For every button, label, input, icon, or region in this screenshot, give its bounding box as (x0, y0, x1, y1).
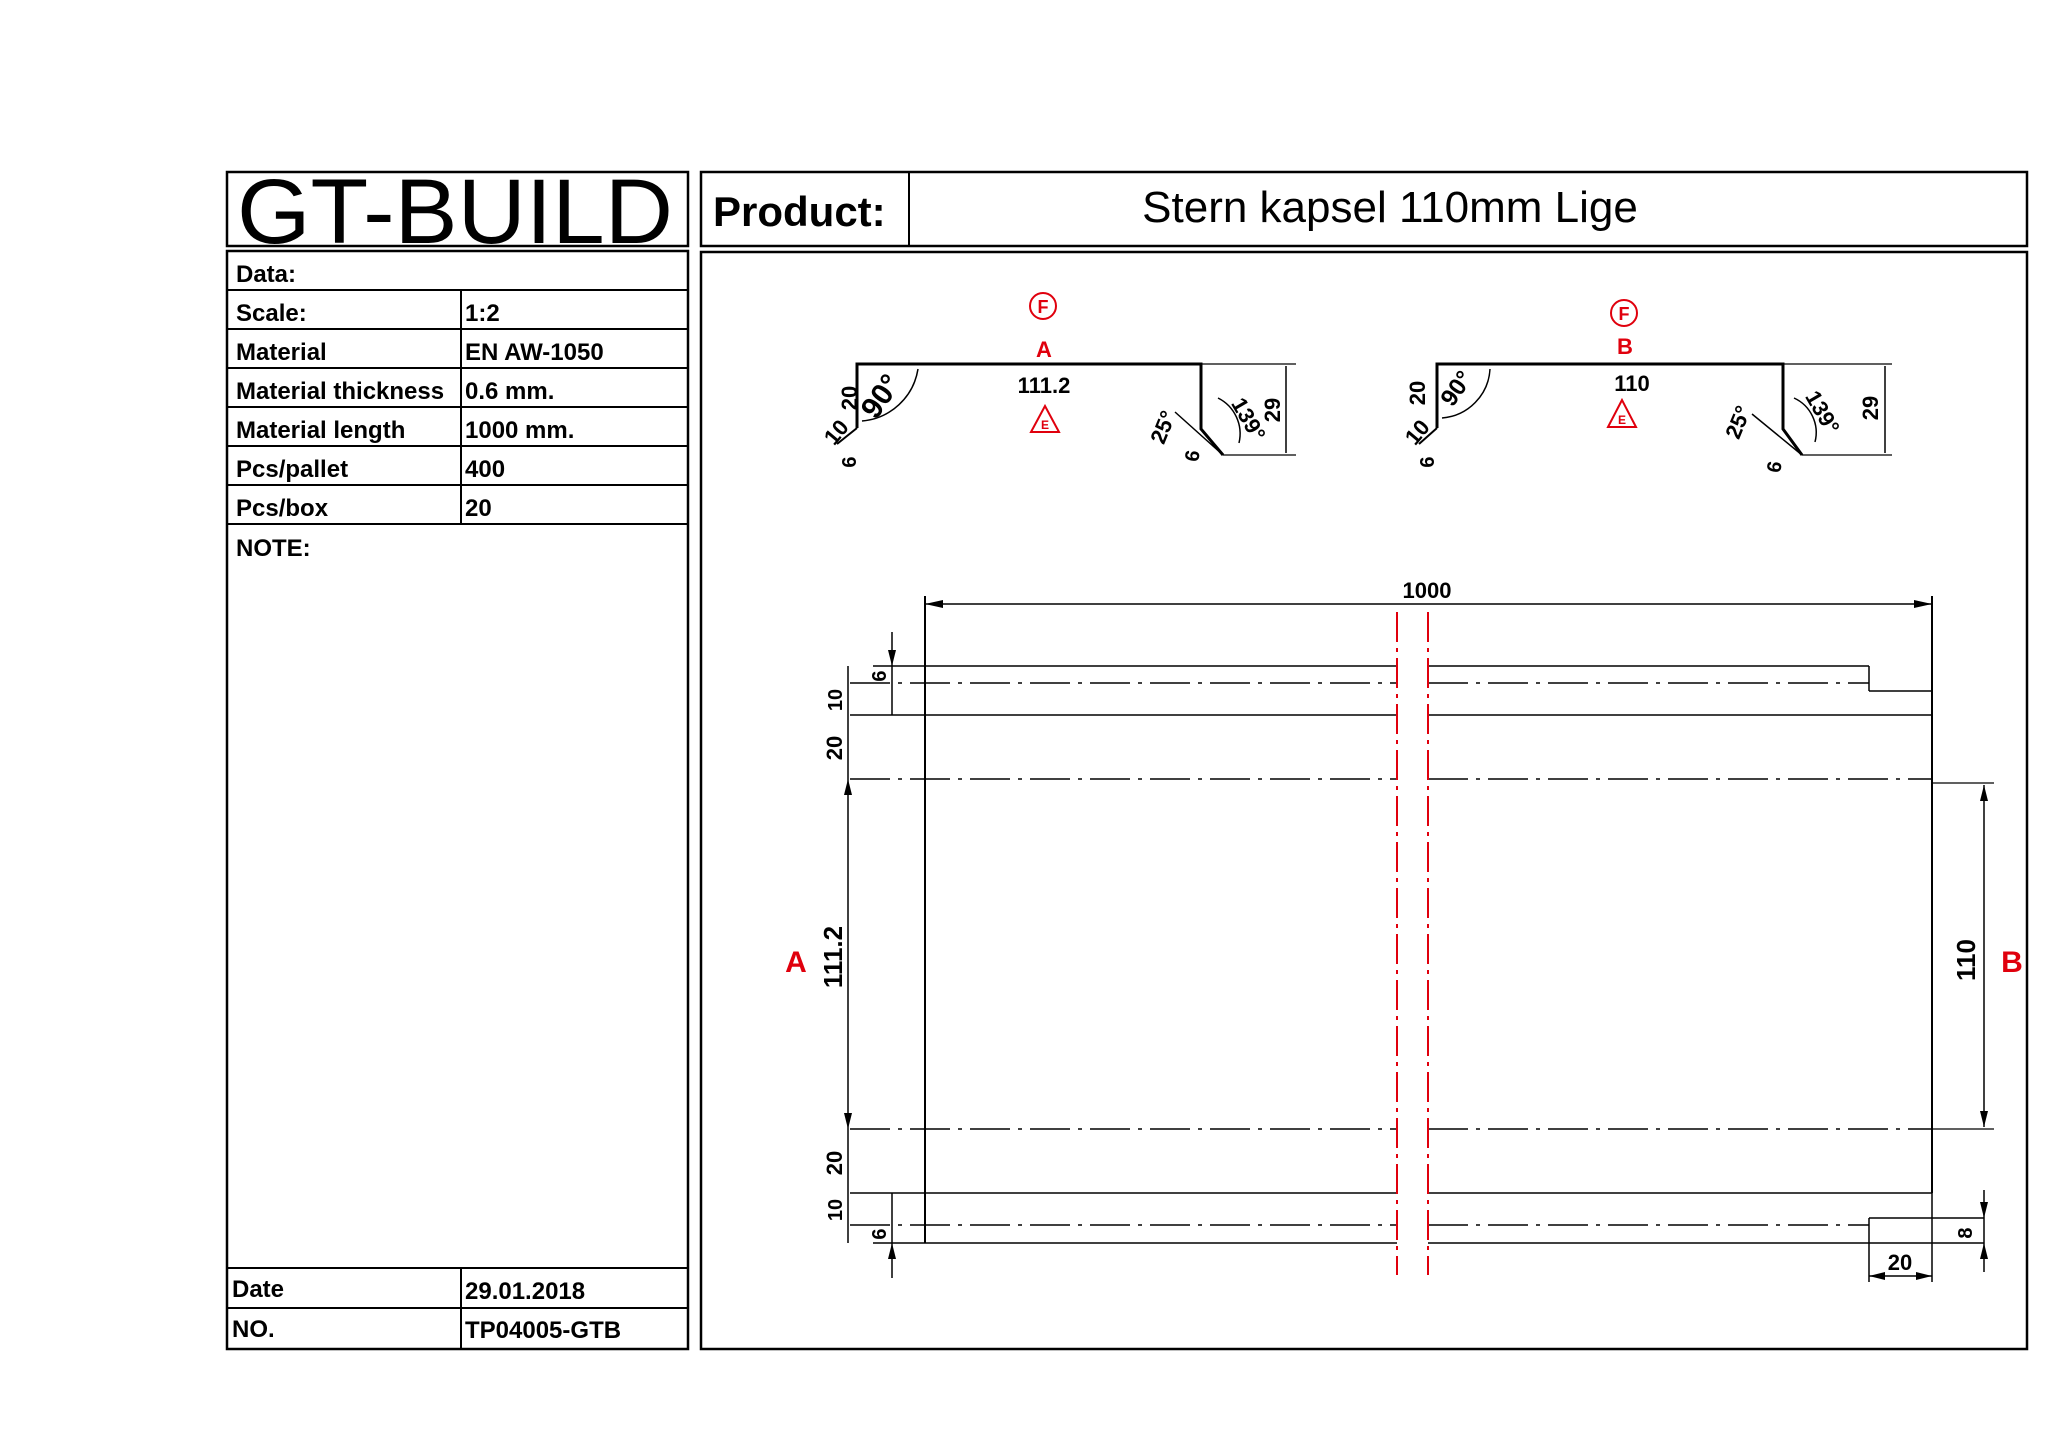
dim-face-b: 110 (1951, 939, 1981, 981)
no-value: TP04005-GTB (465, 1317, 621, 1344)
dim-face-a: 111.2 (818, 926, 848, 988)
date-value: 29.01.2018 (465, 1278, 585, 1305)
e-mark-b: E (1618, 413, 1626, 427)
profile-b-angle-top: 90° (1435, 366, 1478, 411)
spec-value-scale: 1:2 (465, 300, 500, 327)
profile-b-hem: 6 (1417, 456, 1439, 467)
spec-label-length: Material length (236, 417, 405, 444)
profile-b-marker: B (1617, 334, 1633, 359)
profile-b-angle-drip: 25° (1720, 402, 1756, 442)
spec-label-material: Material (236, 339, 327, 366)
spec-label-box: Pcs/box (236, 495, 329, 522)
title-block: GT-BUILD Data: Scale: 1:2 Material EN AW… (225, 161, 690, 1351)
profile-a-drip: 6 (1181, 449, 1205, 464)
dim-bottom-return: 10 (825, 1199, 847, 1221)
dim-notch-width: 20 (1888, 1250, 1912, 1275)
profile-a-hem: 6 (839, 456, 861, 467)
f-mark-b: F (1619, 304, 1630, 324)
flat-marker-b: B (2001, 946, 2023, 979)
spec-value-pallet: 400 (465, 456, 505, 483)
profile-b-flange: 20 (1405, 381, 1430, 405)
spec-label-scale: Scale: (236, 300, 307, 327)
spec-value-thickness: 0.6 mm. (465, 378, 554, 405)
profile-a-flange: 20 (837, 386, 862, 410)
product-label: Product: (713, 188, 886, 235)
profile-b-drip: 6 (1763, 460, 1787, 475)
e-mark-a: E (1041, 418, 1049, 432)
no-label: NO. (232, 1316, 275, 1343)
profile-a-marker: A (1036, 337, 1052, 362)
date-label: Date (232, 1276, 284, 1303)
spec-value-material: EN AW-1050 (465, 339, 604, 366)
spec-label-thickness: Material thickness (236, 378, 444, 405)
profile-b-face: 110 (1614, 371, 1650, 396)
dim-notch-height: 8 (1955, 1227, 1977, 1238)
profile-a: F A 111.2 E 20 10 6 90° 25° 139° 6 29 (819, 292, 1296, 468)
spec-value-box: 20 (465, 495, 492, 522)
spec-value-length: 1000 mm. (465, 417, 574, 444)
dim-top-return: 10 (825, 689, 847, 711)
dim-bottom-flange: 20 (822, 1151, 847, 1175)
profile-a-angle-top: 90° (855, 369, 908, 425)
flat-view: 1000 6 10 20 (785, 578, 2023, 1282)
dim-top-flange: 20 (822, 736, 847, 760)
profile-a-height: 29 (1260, 398, 1285, 422)
flat-length: 1000 (1403, 578, 1452, 603)
profile-b-angle-back: 139° (1800, 386, 1844, 438)
f-mark-a: F (1038, 297, 1049, 317)
company-logo: GT-BUILD (237, 161, 673, 263)
profile-a-face: 111.2 (1018, 373, 1071, 398)
dim-top-hem: 6 (869, 670, 891, 681)
drawing-frame (699, 250, 2029, 1351)
note-label: NOTE: (236, 535, 311, 562)
profile-b: F B 110 E 20 10 6 90° 25° 139° 6 29 (1400, 299, 1892, 475)
profile-a-return: 10 (819, 415, 854, 450)
data-label: Data: (236, 261, 296, 288)
flat-marker-a: A (785, 946, 807, 979)
spec-label-pallet: Pcs/pallet (236, 456, 348, 483)
profile-b-return: 10 (1400, 415, 1435, 450)
product-name: Stern kapsel 110mm Lige (1142, 183, 1638, 232)
product-header: Product: Stern kapsel 110mm Lige (699, 170, 2029, 248)
dim-bottom-hem: 6 (869, 1228, 891, 1239)
profile-b-height: 29 (1858, 396, 1883, 420)
